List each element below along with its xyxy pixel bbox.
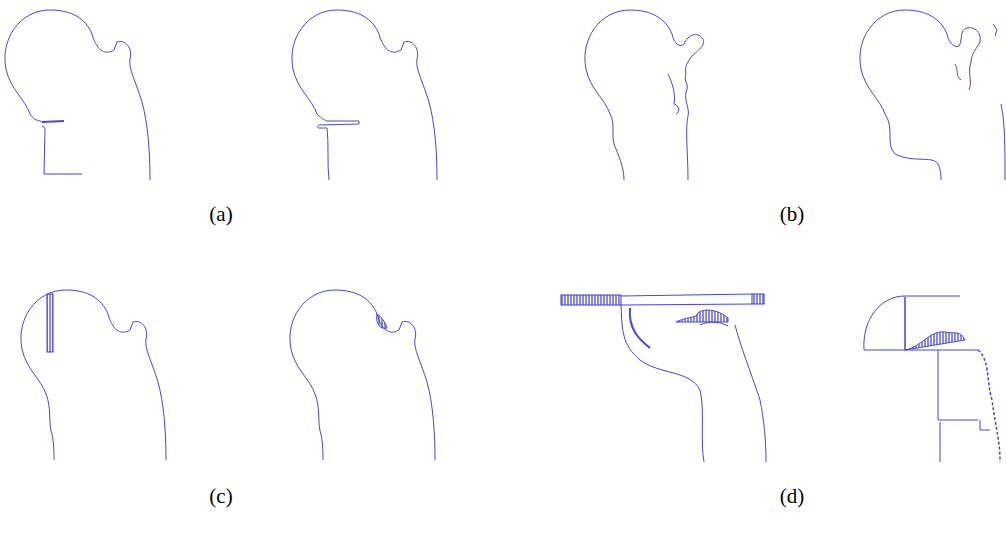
- panel-label: (d): [780, 484, 805, 509]
- panel-label: (a): [209, 202, 232, 227]
- panel-label: (b): [780, 202, 805, 227]
- panel-label: (c): [209, 484, 232, 509]
